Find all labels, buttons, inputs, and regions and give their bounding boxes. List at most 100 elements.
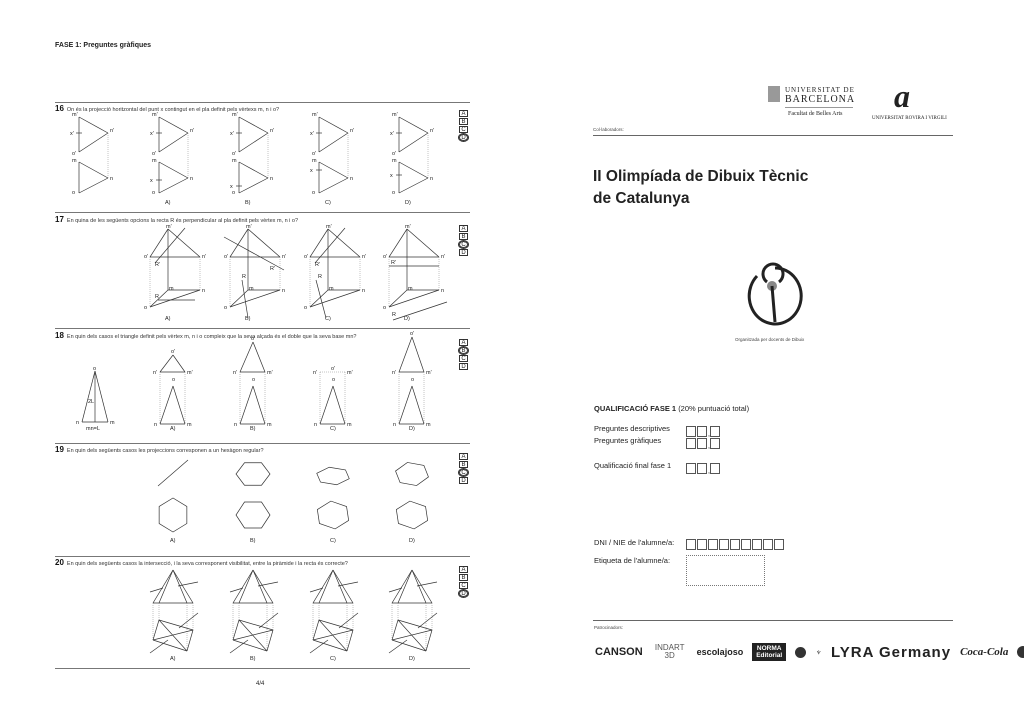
student-label-area[interactable]: [686, 555, 765, 586]
answer-option[interactable]: C: [458, 240, 469, 249]
drawing-line: [391, 629, 433, 641]
vertex-label: m: [232, 158, 237, 164]
vertex-label: x: [310, 168, 313, 174]
vertex-label: n: [110, 176, 113, 182]
drawing-line: [398, 385, 413, 425]
vertex-label: n': [153, 370, 157, 376]
vertex-label: n: [234, 422, 237, 428]
answer-option[interactable]: A: [459, 566, 468, 573]
grade-field-final[interactable]: ,: [686, 460, 721, 478]
answer-option[interactable]: A: [459, 225, 468, 232]
answer-option[interactable]: B: [459, 118, 468, 125]
sponsors-label: Patrocinadors:: [594, 625, 624, 630]
vertex-label: n: [362, 288, 365, 294]
answer-option[interactable]: A: [459, 339, 468, 346]
answer-option[interactable]: D: [459, 477, 468, 484]
vertex-label: x: [390, 173, 393, 179]
drawing-line: [78, 132, 109, 153]
vertex-label: o': [144, 254, 148, 260]
drawing-line: [78, 161, 109, 179]
answer-option[interactable]: B: [459, 461, 468, 468]
vertex-label: o': [224, 254, 228, 260]
vertex-label: n': [362, 254, 366, 260]
vertex-label: m': [326, 224, 332, 230]
vertex-label: o: [172, 377, 175, 383]
dni-field[interactable]: [686, 536, 785, 554]
drawing-line: [229, 587, 244, 593]
drawing-line: [318, 569, 334, 604]
drawing-line: [239, 341, 254, 373]
answer-option[interactable]: D: [458, 589, 469, 598]
vertex-label: m': [232, 112, 238, 118]
drawing-line: [312, 629, 354, 641]
answer-option[interactable]: C: [458, 468, 469, 477]
grade-field-graphic[interactable]: ,: [686, 435, 721, 453]
answer-option[interactable]: B: [459, 574, 468, 581]
drawing-line: [232, 639, 268, 652]
answer-option[interactable]: A: [459, 453, 468, 460]
drawing-line: [411, 569, 427, 604]
drawing-line: [238, 619, 274, 631]
drawing-line: [232, 629, 274, 641]
option-label: A): [165, 200, 171, 206]
drawing-line: [332, 569, 354, 604]
answer-option[interactable]: A: [459, 110, 468, 117]
vertex-label: o: [72, 190, 75, 196]
option-label: D): [409, 426, 415, 432]
answer-option[interactable]: B: [459, 233, 468, 240]
vertex-label: m: [72, 158, 77, 164]
vertex-label: m: [408, 286, 413, 292]
vertex-label: x: [230, 184, 233, 190]
option-label: A): [170, 538, 176, 544]
vertex-label: o: [304, 305, 307, 311]
drawing-line: [172, 354, 186, 373]
drawing-line: [318, 116, 349, 134]
sponsor-logos: CANSON INDART 3D escolajoso NORMA Editor…: [595, 643, 1024, 661]
answer-option[interactable]: C: [459, 582, 468, 589]
grade-field-descriptive[interactable]: ,: [686, 423, 721, 441]
answer-option[interactable]: D: [459, 249, 468, 256]
drawing-line: [312, 619, 320, 641]
drawing-line: [158, 619, 188, 652]
vertex-label: n: [430, 176, 433, 182]
hexagon: [395, 500, 429, 530]
drawing-line: [318, 177, 349, 194]
organizer-logo: [747, 262, 803, 326]
vertex-label: n': [313, 370, 317, 376]
drawing-line: [152, 569, 174, 604]
drawing-line: [309, 289, 361, 308]
vertex-label: m: [267, 422, 272, 428]
drawing-line: [232, 569, 254, 604]
vertex-label: o': [383, 254, 387, 260]
drawing-line: [411, 569, 433, 604]
drawing-line: [332, 569, 348, 604]
vertex-label: o': [304, 254, 308, 260]
drawing-line: [411, 336, 425, 373]
option-label: B): [245, 200, 251, 206]
drawing-line: [94, 370, 109, 423]
sponsor-lyra: LYRA Germany: [830, 643, 952, 661]
vertex-label: x: [150, 178, 153, 184]
drawing-line: [158, 619, 194, 631]
sponsor-canson: CANSON: [595, 646, 643, 658]
vertex-label: m: [169, 286, 174, 292]
vertex-label: n: [202, 288, 205, 294]
answer-option[interactable]: B: [458, 346, 469, 355]
answer-option[interactable]: C: [459, 355, 468, 362]
drawing-line: [266, 629, 274, 652]
vertex-label: m': [72, 112, 78, 118]
answer-option[interactable]: D: [459, 363, 468, 370]
drawing-line: [239, 385, 254, 425]
drawing-line: [159, 385, 174, 425]
answer-option[interactable]: D: [458, 133, 469, 142]
organized-by: Organitzada per docents de Dibuix: [735, 337, 805, 342]
drawing-line: [398, 116, 429, 134]
answer-option[interactable]: C: [459, 126, 468, 133]
vertex-label: n: [282, 288, 285, 294]
drawing-line: [332, 385, 346, 425]
sponsor-escolajoso: escolajoso: [696, 647, 744, 657]
